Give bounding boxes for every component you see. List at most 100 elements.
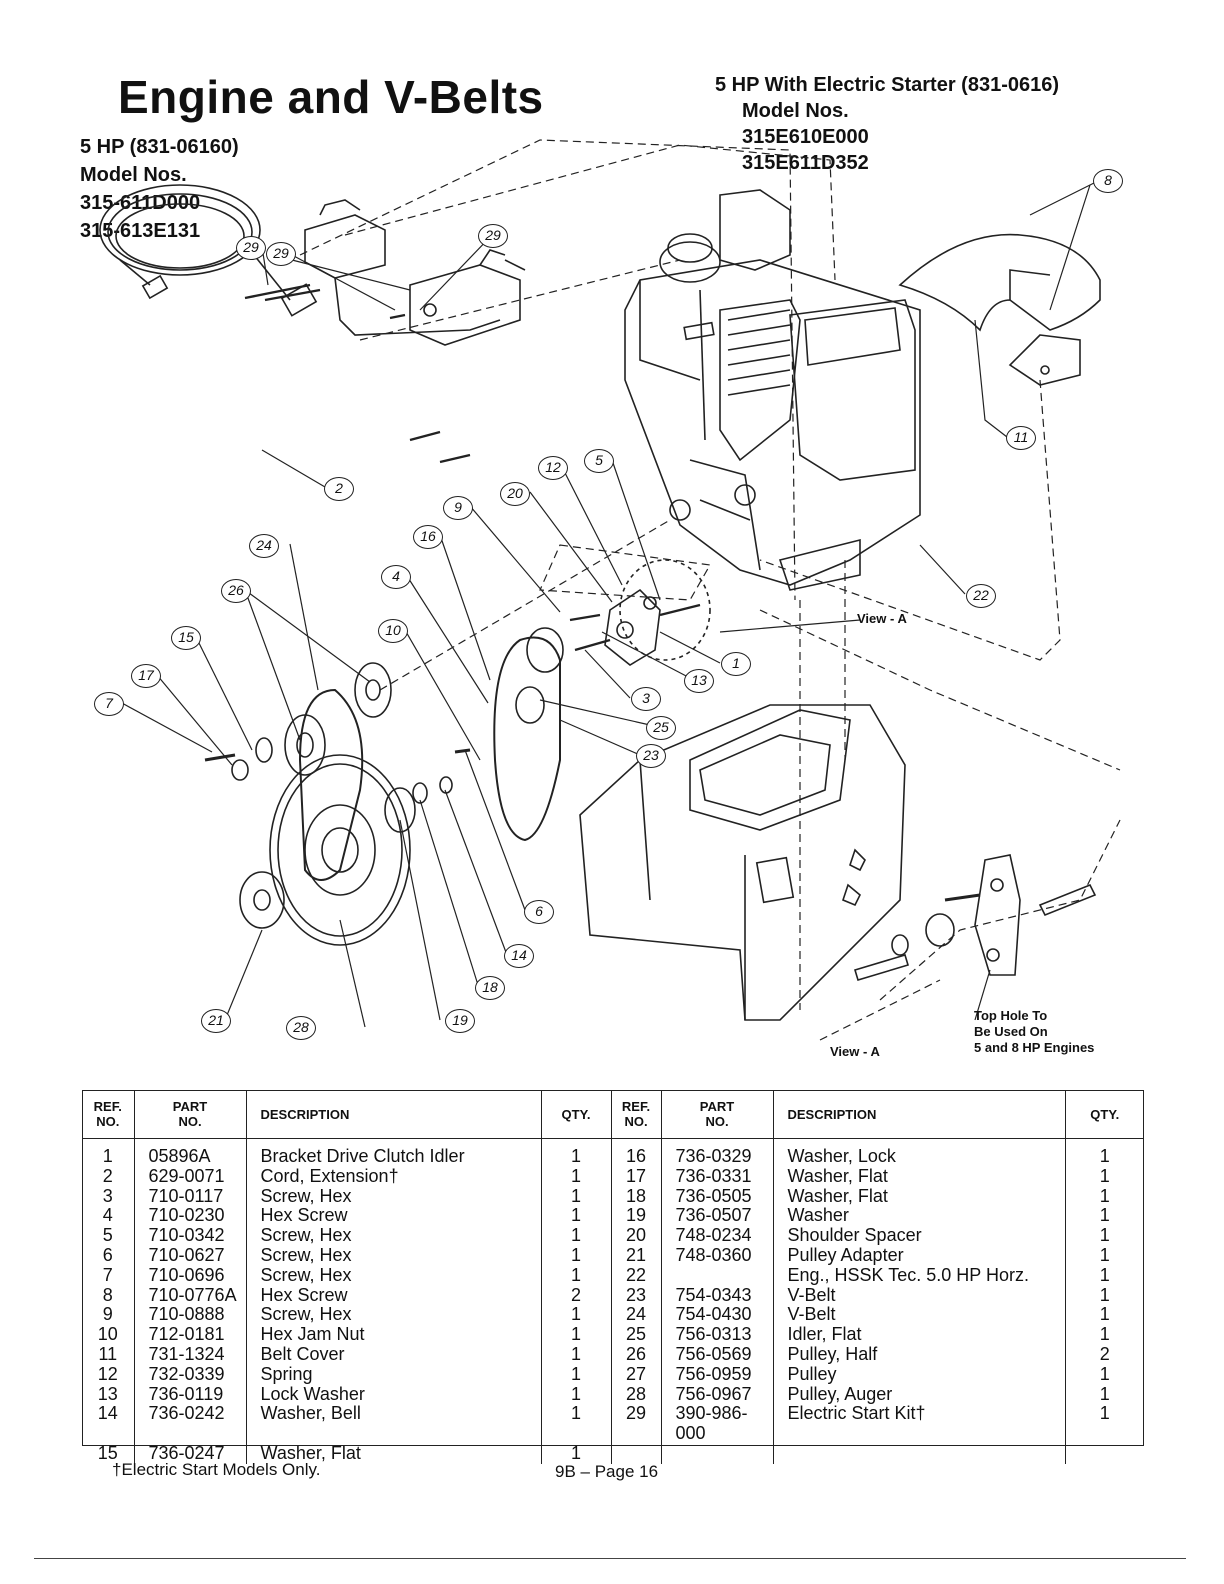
cell-qty: 1 — [541, 1206, 612, 1227]
cell-description: Pulley — [773, 1364, 1066, 1385]
cell-part-no: 756-0959 — [661, 1364, 774, 1385]
cell-description: V-Belt — [773, 1285, 1066, 1306]
right-header: 5 HP With Electric Starter (831-0616) Mo… — [682, 72, 1092, 176]
cell-description: Hex Screw — [246, 1285, 542, 1306]
cell-description: Hex Screw — [246, 1206, 542, 1227]
cell-qty: 1 — [541, 1225, 612, 1246]
callout-6: 6 — [524, 900, 554, 924]
cell-part-no — [661, 1265, 774, 1286]
cell-ref-no: 1 — [82, 1138, 135, 1167]
cell-part-no: 736-0119 — [134, 1384, 247, 1405]
cell-description: Washer, Flat — [773, 1166, 1066, 1187]
v-belts — [298, 636, 561, 881]
cell-ref-no: 16 — [611, 1138, 662, 1167]
cell-description: Washer, Flat — [246, 1443, 542, 1464]
callout-9: 9 — [443, 496, 473, 520]
cell-ref-no: 12 — [82, 1364, 135, 1385]
cell-ref-no: 19 — [611, 1206, 662, 1227]
callout-4: 4 — [381, 565, 411, 589]
cell-part-no — [661, 1443, 774, 1464]
cell-part-no: 756-0313 — [661, 1324, 774, 1345]
cell-description: Washer — [773, 1206, 1066, 1227]
cell-part-no: 712-0181 — [134, 1324, 247, 1345]
cell-part-no: 756-0569 — [661, 1344, 774, 1365]
cell-description: Spring — [246, 1364, 542, 1385]
cell-ref-no: 5 — [82, 1225, 135, 1246]
cell-ref-no: 25 — [611, 1324, 662, 1345]
left-model-label: Model Nos. — [80, 164, 187, 186]
right-model-1: 315E610E000 — [742, 126, 869, 148]
engine-mount-bracket — [854, 854, 1097, 981]
cell-part-no: 05896A — [134, 1138, 247, 1167]
cell-ref-no: 4 — [82, 1206, 135, 1227]
cell-qty: 1 — [541, 1324, 612, 1345]
cell-part-no: 390-986-000 — [661, 1404, 774, 1444]
callout-16: 16 — [413, 525, 443, 549]
callout-22: 22 — [966, 584, 996, 608]
starter-switch — [244, 199, 501, 336]
left-header: 5 HP (831-06160) Model Nos. 315-611D000 … — [80, 135, 239, 247]
cell-qty: 2 — [1099, 1343, 1110, 1364]
view-a-label-top: View - A — [857, 611, 907, 626]
cell-description: Shoulder Spacer — [773, 1225, 1066, 1246]
cell-description: Screw, Hex — [246, 1225, 542, 1246]
cell-description: Electric Start Kit† — [773, 1404, 1066, 1444]
cell-qty: 1 — [1099, 1205, 1110, 1226]
cell-description: Washer, Lock — [773, 1138, 1066, 1167]
cell-ref-no: 10 — [82, 1324, 135, 1345]
cell-description: Screw, Hex — [246, 1186, 542, 1207]
cell-qty: 1 — [541, 1186, 612, 1207]
cell-qty: 1 — [1099, 1165, 1110, 1186]
cell-qty: 1 — [541, 1404, 612, 1444]
cell-ref-no: 9 — [82, 1305, 135, 1326]
cell-ref-no: 18 — [611, 1186, 662, 1207]
cell-part-no: 754-0343 — [661, 1285, 774, 1306]
header-qty-2: QTY. — [1065, 1090, 1144, 1139]
cell-part-no: 710-0776A — [134, 1285, 247, 1306]
cell-ref-no: 28 — [611, 1384, 662, 1405]
page-number: 9B – Page 16 — [555, 1462, 659, 1481]
cell-part-no: 736-0331 — [661, 1166, 774, 1187]
callout-11: 11 — [1006, 426, 1036, 450]
cell-description: Hex Jam Nut — [246, 1324, 542, 1345]
cell-ref-no: 26 — [611, 1344, 662, 1365]
cell-part-no: 756-0967 — [661, 1384, 774, 1405]
cell-part-no: 731-1324 — [134, 1344, 247, 1365]
cell-qty: 2 — [541, 1285, 612, 1306]
callout-13: 13 — [684, 669, 714, 693]
cell-part-no: 710-0342 — [134, 1225, 247, 1246]
cell-ref-no: 27 — [611, 1364, 662, 1385]
note-line-3: 5 and 8 HP Engines — [974, 1040, 1095, 1055]
view-a-label-bottom: View - A — [830, 1044, 880, 1059]
cell-ref-no: 24 — [611, 1305, 662, 1326]
callout-10: 10 — [378, 619, 408, 643]
cell-qty: 1 — [541, 1305, 612, 1326]
note-line-1: Top Hole To — [974, 1008, 1048, 1023]
extension-cord — [99, 184, 318, 317]
cell-part-no: 754-0430 — [661, 1305, 774, 1326]
callout-29: 29 — [478, 224, 508, 248]
exploded-parts-diagram — [99, 139, 1121, 1041]
cell-qty: 1 — [1099, 1403, 1110, 1424]
cell-qty: 1 — [541, 1245, 612, 1266]
cell-description — [773, 1443, 1066, 1464]
cell-ref-no: 7 — [82, 1265, 135, 1286]
cell-part-no: 710-0117 — [134, 1186, 247, 1207]
cell-ref-no: 6 — [82, 1245, 135, 1266]
bottom-rule — [34, 1558, 1186, 1559]
cell-qty: 1 — [541, 1166, 612, 1187]
cell-qty: 1 — [541, 1364, 612, 1385]
callout-17: 17 — [131, 664, 161, 688]
